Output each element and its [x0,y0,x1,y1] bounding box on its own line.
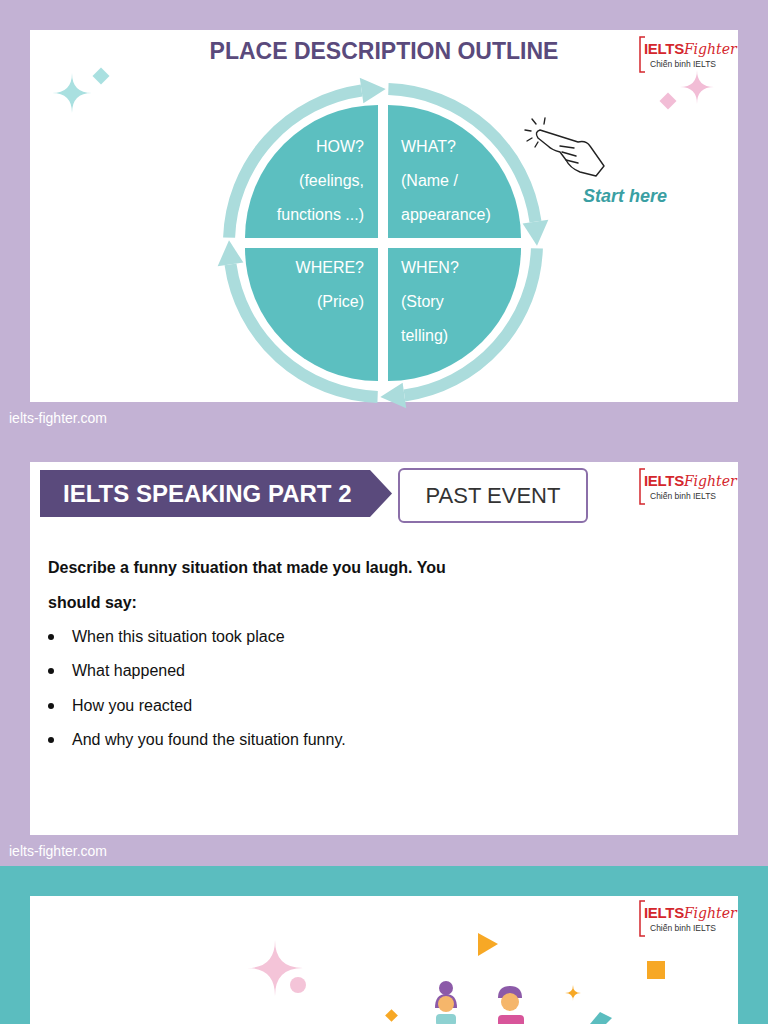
bullet-item: When this situation took place [72,626,285,648]
arrow-head [380,383,406,409]
quadrant-fill [388,248,521,381]
slide-panel [30,30,738,402]
arrow-head [360,78,386,104]
box-label: PAST EVENT [426,483,561,508]
logo-tagline: Chiến binh IELTS [650,490,738,502]
quadrant-node: WHERE?(Price) [245,248,378,381]
label-box: PAST EVENT [398,468,588,523]
quadrant-detail: (Name / appearance) [401,164,505,232]
quadrant-node: WHEN?(Story telling) [388,248,521,381]
band-heading: IELTS SPEAKING PART 2 [63,470,351,517]
logo-word: IELTS [644,40,684,57]
quadrant-fill [245,248,378,381]
quadrant-detail: (Story telling) [401,285,481,353]
logo-word: IELTS [644,904,684,921]
sparkle [565,985,581,1001]
quadrant-node: HOW?(feelings, functions ...) [245,105,378,238]
quadrant-detail: (Price) [284,285,364,319]
sparkle [52,73,92,113]
quadrant-heading: WHERE? [296,251,364,285]
ring-arrow [229,78,386,238]
quadrant-heading: WHAT? [401,130,456,164]
task-prompt: Describe a funny situation that made you… [48,550,488,620]
quadrant-fill [388,105,521,238]
slide-panel [30,896,738,1024]
logo-word: Fighter [684,473,737,489]
logo-word: Fighter [684,41,737,57]
watermark: ielts-fighter.com [9,842,107,860]
slide-panel [30,462,738,835]
logo-line: IELTSFighter [644,472,738,490]
ring-arrow [380,248,537,408]
logo-word: Fighter [684,905,737,921]
quadrant-detail: (feelings, functions ...) [260,164,364,232]
header-band: IELTS SPEAKING PART 2 [40,470,392,517]
logo-tagline: Chiến binh IELTS [650,922,738,934]
diamond [660,93,677,110]
logo-tagline: Chiến binh IELTS [650,58,738,70]
ring-arrow [388,89,548,246]
dot [290,977,306,993]
arrow-head [218,240,244,266]
bullet-dot [48,668,54,674]
band-fill [40,470,392,517]
bullet-item: How you reacted [72,695,192,717]
bullet-item: And why you found the situation funny. [72,729,346,751]
slide-title: PLACE DESCRIPTION OUTLINE [30,36,738,66]
quadrant-node: WHAT?(Name / appearance) [388,105,521,238]
logo-line: IELTSFighter [644,904,738,922]
square [647,961,665,979]
watermark: ielts-fighter.com [9,409,107,427]
arrow-head [523,220,549,246]
quadrant-heading: HOW? [316,130,364,164]
bullet-item: What happened [72,660,185,682]
diamond [93,68,110,85]
bullet-dot [48,703,54,709]
bullet-dot [48,634,54,640]
logo-line: IELTSFighter [644,40,738,58]
quadrant-heading: WHEN? [401,251,459,285]
sparkle [680,70,714,104]
hand-icon [525,118,604,176]
start-here-note: Start here [583,185,667,207]
brand-logo: IELTSFighterChiến binh IELTS [638,34,738,76]
brand-logo: IELTSFighterChiến binh IELTS [638,898,738,940]
logo-word: IELTS [644,472,684,489]
quadrant-fill [245,105,378,238]
diamond [385,1009,398,1022]
bullet-dot [48,737,54,743]
people-illustration [435,981,612,1024]
triangle [478,933,498,956]
ring-arrow [218,240,378,397]
brand-logo: IELTSFighterChiến binh IELTS [638,466,738,508]
